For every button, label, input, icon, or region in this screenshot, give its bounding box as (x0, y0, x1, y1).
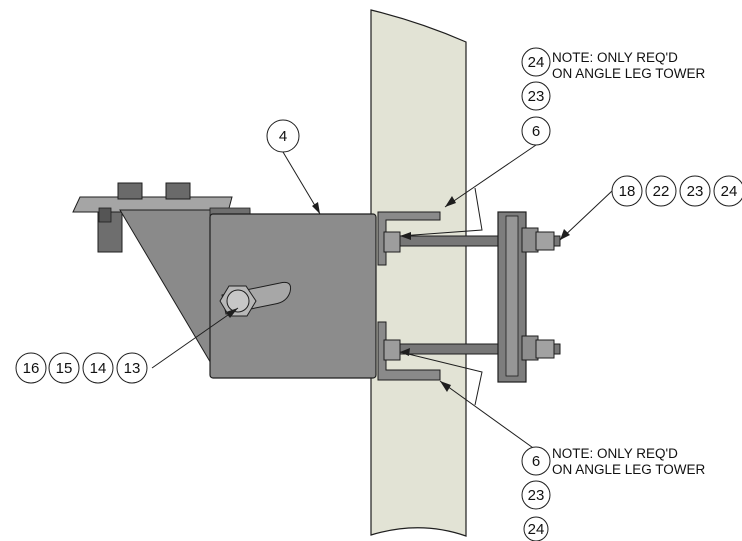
balloon-right-24 (713, 175, 742, 207)
top-mounting-plate (72, 182, 233, 253)
plate-bolt (117, 182, 143, 200)
balloon-right-18 (611, 175, 643, 207)
balloon-bottom-23 (521, 480, 551, 510)
plate-bolt (165, 182, 191, 200)
balloon-right-23-label: 23 (687, 183, 704, 200)
top-note-line2: ON ANGLE LEG TOWER (552, 66, 706, 81)
balloon-left-15 (48, 352, 80, 384)
balloon-top-24-label: 24 (528, 54, 545, 71)
balloon-4-label: 4 (279, 128, 287, 145)
balloon-left-16-label: 16 (23, 360, 40, 377)
pipe (370, 9, 467, 537)
balloon-right-24-label: 24 (721, 183, 738, 200)
balloon-top-23 (521, 81, 551, 111)
top-note-line1: NOTE: ONLY REQ'D (552, 50, 678, 65)
balloon-bottom-23-label: 23 (528, 487, 545, 504)
balloon-callouts (15, 47, 742, 541)
balloon-left-13 (116, 352, 148, 384)
balloon-labels: 24 23 6 4 18 22 23 24 16 15 14 13 6 23 2… (23, 54, 738, 538)
nut (535, 339, 555, 359)
balloon-top-23-label: 23 (528, 88, 545, 105)
balloon-bottom-24 (523, 516, 549, 541)
notes: NOTE: ONLY REQ'D ON ANGLE LEG TOWER NOTE… (552, 50, 706, 477)
leader-arrowheads (226, 196, 570, 392)
nut (535, 231, 555, 251)
balloon-top-24 (521, 47, 551, 77)
balloon-bottom-6-label: 6 (532, 453, 540, 470)
balloon-left-16 (15, 352, 47, 384)
balloon-left-15-label: 15 (56, 360, 73, 377)
balloon-right-18-label: 18 (619, 183, 636, 200)
balloon-bottom-6 (521, 446, 551, 476)
nut (383, 231, 401, 253)
u-bolt-assembly (377, 211, 561, 383)
balloon-bottom-24-label: 24 (528, 521, 545, 538)
balloon-top-6 (521, 116, 551, 146)
leader-lines (151, 144, 613, 451)
balloon-right-22-label: 22 (653, 183, 670, 200)
balloon-left-14-label: 14 (90, 360, 107, 377)
main-bracket-plate (209, 213, 377, 379)
balloon-left-14 (82, 352, 114, 384)
balloon-4 (266, 119, 300, 153)
bottom-note-line1: NOTE: ONLY REQ'D (552, 446, 678, 461)
balloon-left-13-label: 13 (124, 360, 141, 377)
bottom-note-line2: ON ANGLE LEG TOWER (552, 462, 706, 477)
nut (383, 339, 401, 361)
balloon-top-6-label: 6 (532, 123, 540, 140)
balloon-right-23 (679, 175, 711, 207)
balloon-right-22 (645, 175, 677, 207)
